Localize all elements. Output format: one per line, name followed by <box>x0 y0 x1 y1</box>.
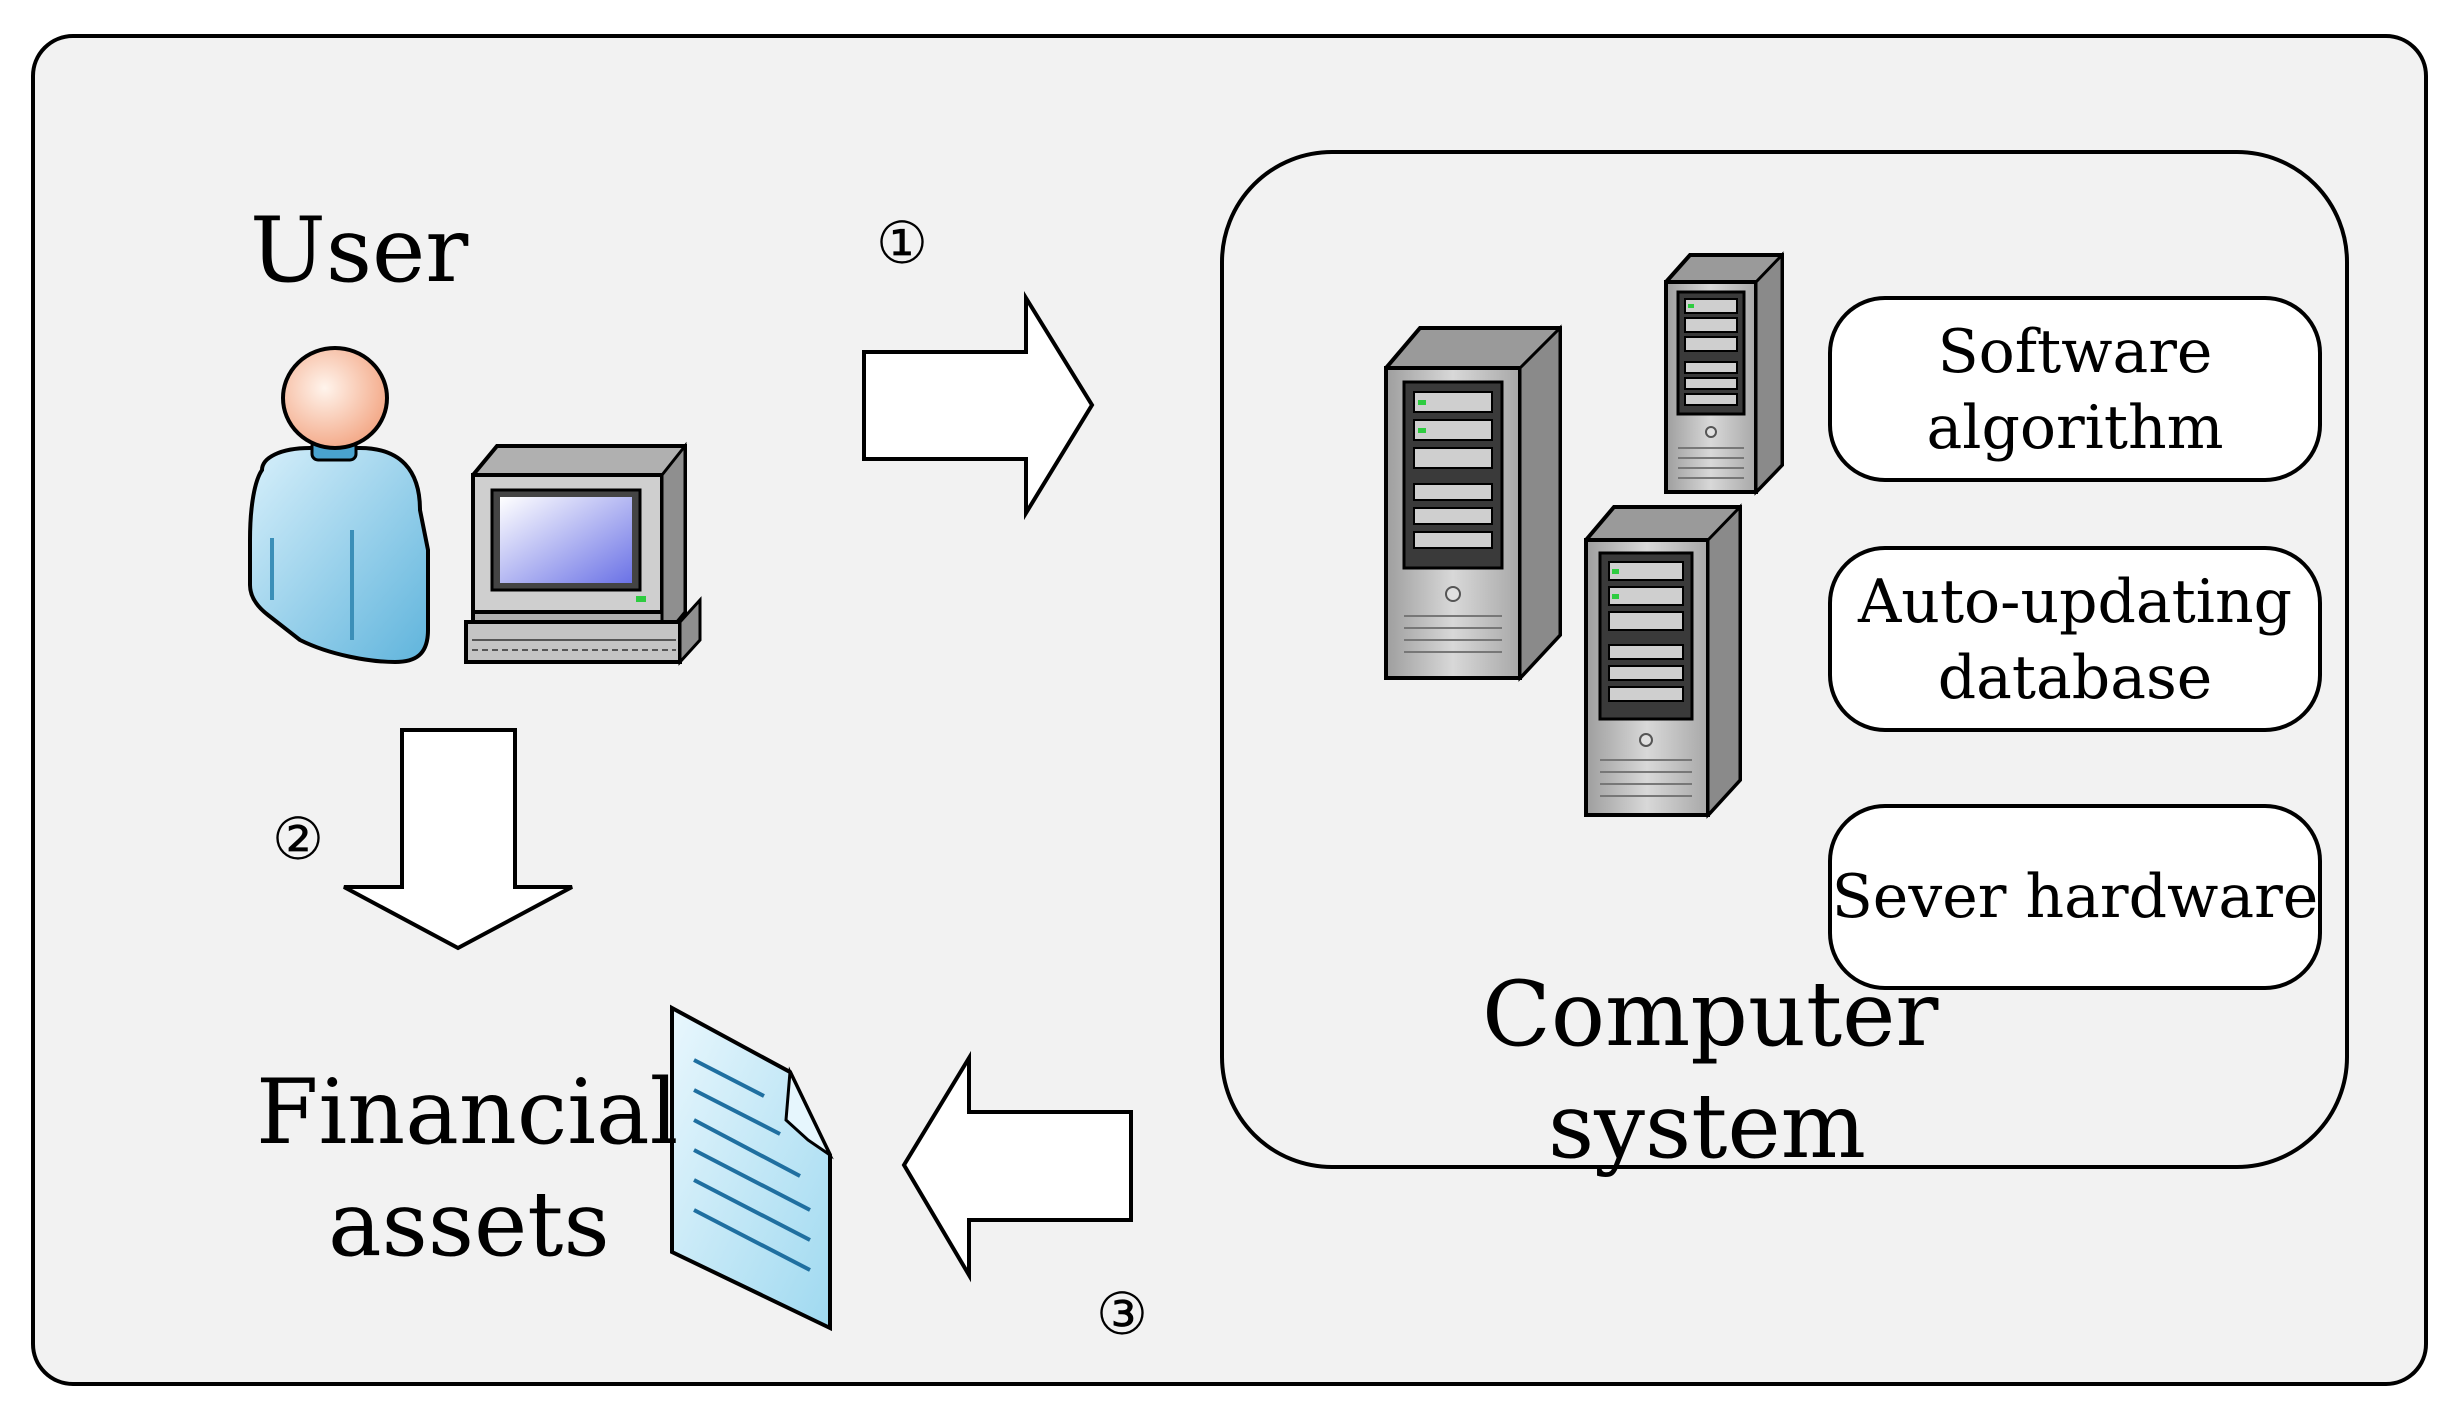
step-1-marker: ① <box>876 209 928 277</box>
auto-updating-database-box <box>1828 546 2322 732</box>
software-algorithm-line1: Software <box>1937 317 2213 387</box>
financial-document-icon <box>670 1004 834 1332</box>
financial-assets-label-line2: assets <box>328 1172 610 1277</box>
server-tower-large <box>1384 324 1562 682</box>
sever-hardware-text: Sever hardware <box>1830 859 2320 935</box>
server-tower-medium <box>1584 503 1742 819</box>
computer-system-label-line2: system <box>1548 1074 1866 1179</box>
step-2-marker: ② <box>272 805 324 873</box>
software-algorithm-line2: algorithm <box>1926 393 2224 463</box>
financial-assets-label-line1: Financial <box>256 1060 679 1165</box>
auto-updating-database-line1: Auto-updating <box>1857 567 2293 637</box>
software-algorithm-box <box>1828 296 2322 482</box>
user-person-icon <box>248 346 430 665</box>
user-label: User <box>250 198 469 303</box>
step-3-marker: ③ <box>1096 1280 1148 1348</box>
arrow-down <box>343 728 573 951</box>
sever-hardware-line1: Sever hardware <box>1831 862 2319 932</box>
computer-system-label-line1: Computer <box>1482 962 1939 1067</box>
auto-updating-database-text: Auto-updating database <box>1830 564 2320 716</box>
sever-hardware-box <box>1828 804 2322 990</box>
server-tower-small <box>1664 251 1784 496</box>
auto-updating-database-line2: database <box>1937 643 2213 713</box>
arrow-left <box>901 1050 1133 1283</box>
computer-terminal-icon <box>464 441 702 666</box>
arrow-right <box>862 290 1095 521</box>
software-algorithm-text: Software algorithm <box>1830 314 2320 466</box>
